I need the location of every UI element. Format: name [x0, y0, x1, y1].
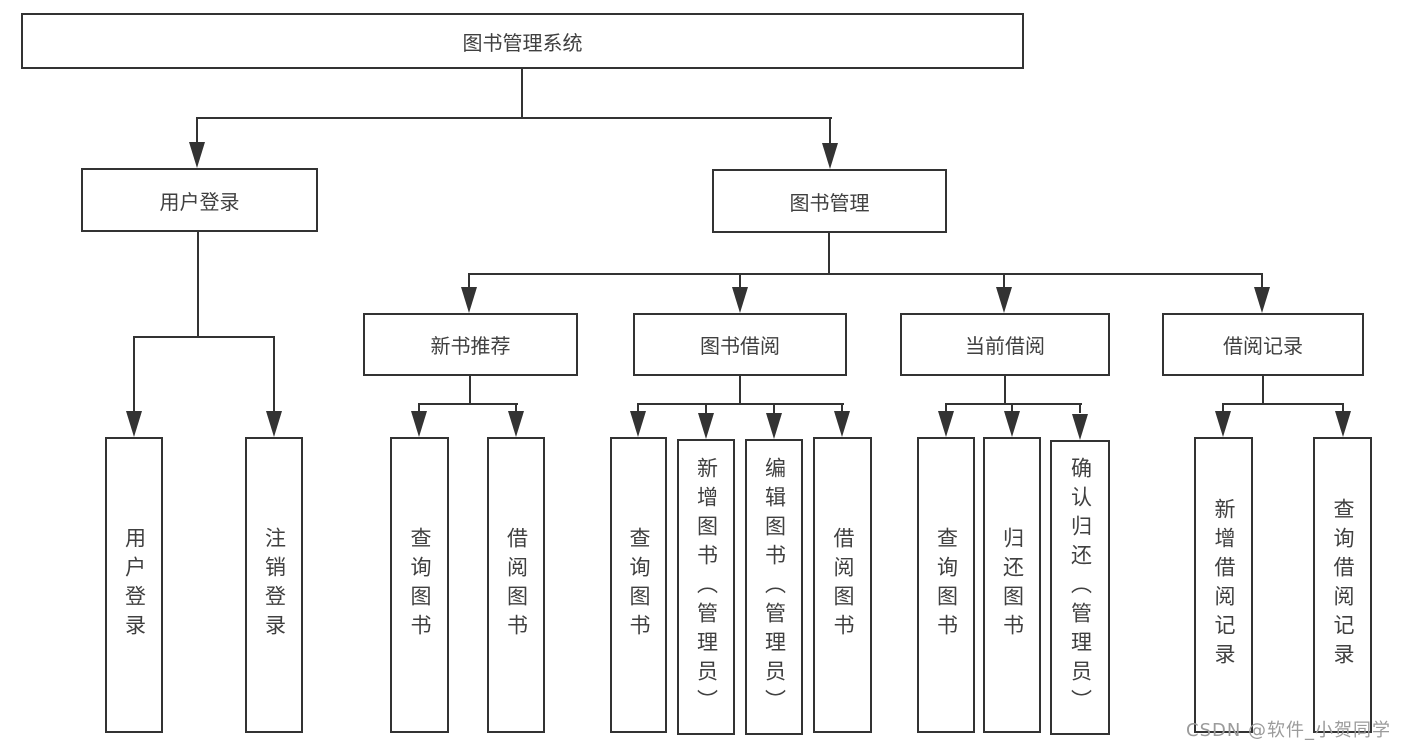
connector-line — [841, 403, 843, 413]
node-label: 图书管理系统 — [462, 30, 583, 55]
leaf-user-login: 用户登录 — [105, 437, 163, 733]
arrow-down-icon — [1004, 411, 1020, 437]
connector-line — [1222, 403, 1224, 413]
connector-line — [196, 117, 198, 147]
arrow-down-icon — [698, 413, 714, 439]
connector-line — [468, 273, 470, 289]
leaf-label: 查询图书 — [408, 527, 432, 643]
node-library-management-system: 图书管理系统 — [21, 13, 1024, 69]
leaf-query-borrow-record: 查询借阅记录 — [1313, 437, 1372, 733]
connector-line — [1261, 273, 1263, 289]
leaf-label: 查询图书 — [627, 527, 651, 643]
leaf-label: 归还图书 — [1000, 527, 1025, 643]
leaf-query-books-borrowing: 查询图书 — [610, 437, 667, 733]
arrow-down-icon — [834, 411, 850, 437]
connector-line — [739, 273, 741, 289]
connector-current-bus — [945, 403, 1082, 405]
arrow-down-icon — [1335, 411, 1351, 437]
node-label: 图书借阅 — [700, 334, 780, 358]
node-label: 新书推荐 — [430, 334, 511, 358]
arrow-down-icon — [732, 287, 748, 313]
node-book-management: 图书管理 — [712, 169, 947, 233]
leaf-label: 查询图书 — [934, 527, 959, 643]
leaf-label: 查询借阅记录 — [1331, 498, 1355, 672]
leaf-query-books-recommend: 查询图书 — [390, 437, 449, 733]
arrow-down-icon — [1072, 414, 1088, 440]
arrow-down-icon — [822, 143, 838, 169]
connector-line — [515, 403, 517, 413]
connector-book-management-bus — [468, 273, 1263, 275]
arrow-down-icon — [630, 411, 646, 437]
arrow-down-icon — [189, 142, 205, 168]
connector-line — [705, 403, 707, 413]
leaf-query-books-current: 查询图书 — [917, 437, 975, 733]
arrow-down-icon — [126, 411, 142, 437]
arrow-down-icon — [461, 287, 477, 313]
arrow-down-icon — [996, 287, 1012, 313]
connector-line — [828, 233, 830, 275]
connector-line — [1003, 273, 1005, 289]
leaf-label: 确认归还（管理员） — [1068, 457, 1093, 718]
connector-recommend-bus — [418, 403, 518, 405]
arrow-down-icon — [938, 411, 954, 437]
connector-root-stem — [521, 69, 523, 119]
node-user-login: 用户登录 — [81, 168, 318, 232]
connector-line — [1011, 403, 1013, 413]
leaf-edit-book-admin: 编辑图书（管理员） — [745, 439, 803, 735]
connector-root-bus — [196, 117, 832, 119]
connector-records-bus — [1222, 403, 1344, 405]
leaf-add-borrow-record: 新增借阅记录 — [1194, 437, 1253, 733]
arrow-down-icon — [411, 411, 427, 437]
connector-line — [133, 336, 135, 414]
connector-borrowing-bus — [637, 403, 844, 405]
node-label: 图书管理 — [789, 190, 870, 215]
connector-line — [418, 403, 420, 413]
leaf-label: 注销登录 — [262, 527, 287, 643]
connector-user-login-bus — [133, 336, 275, 338]
connector-line — [273, 336, 275, 414]
connector-line — [1079, 403, 1081, 413]
connector-line — [1004, 376, 1006, 404]
connector-line — [829, 117, 831, 147]
node-label: 用户登录 — [159, 189, 240, 214]
connector-line — [1262, 376, 1264, 404]
leaf-logout: 注销登录 — [245, 437, 303, 733]
connector-line — [469, 376, 471, 404]
leaf-label: 编辑图书（管理员） — [762, 456, 787, 718]
leaf-borrow-books-recommend: 借阅图书 — [487, 437, 545, 733]
node-label: 借阅记录 — [1223, 334, 1303, 358]
node-label: 当前借阅 — [965, 334, 1045, 358]
connector-line — [1342, 403, 1344, 413]
leaf-label: 新增图书（管理员） — [694, 456, 719, 718]
arrow-down-icon — [1215, 411, 1231, 437]
arrow-down-icon — [266, 411, 282, 437]
leaf-label: 借阅图书 — [831, 527, 855, 643]
node-borrowing-records: 借阅记录 — [1162, 313, 1364, 376]
connector-line — [773, 403, 775, 413]
leaf-borrow-books-borrowing: 借阅图书 — [813, 437, 872, 733]
leaf-return-books: 归还图书 — [983, 437, 1041, 733]
leaf-label: 新增借阅记录 — [1212, 498, 1236, 672]
node-book-borrowing: 图书借阅 — [633, 313, 847, 376]
leaf-label: 用户登录 — [122, 527, 147, 643]
arrow-down-icon — [1254, 287, 1270, 313]
connector-line — [945, 403, 947, 413]
leaf-confirm-return-admin: 确认归还（管理员） — [1050, 440, 1110, 735]
node-current-borrowing: 当前借阅 — [900, 313, 1110, 376]
connector-line — [739, 376, 741, 404]
arrow-down-icon — [766, 413, 782, 439]
csdn-watermark: CSDN @软件_小贺同学 — [1186, 720, 1392, 741]
connector-line — [197, 232, 199, 338]
node-new-book-recommendation: 新书推荐 — [363, 313, 578, 376]
connector-line — [637, 403, 639, 413]
leaf-label: 借阅图书 — [504, 527, 529, 643]
arrow-down-icon — [508, 411, 524, 437]
leaf-add-book-admin: 新增图书（管理员） — [677, 439, 735, 735]
